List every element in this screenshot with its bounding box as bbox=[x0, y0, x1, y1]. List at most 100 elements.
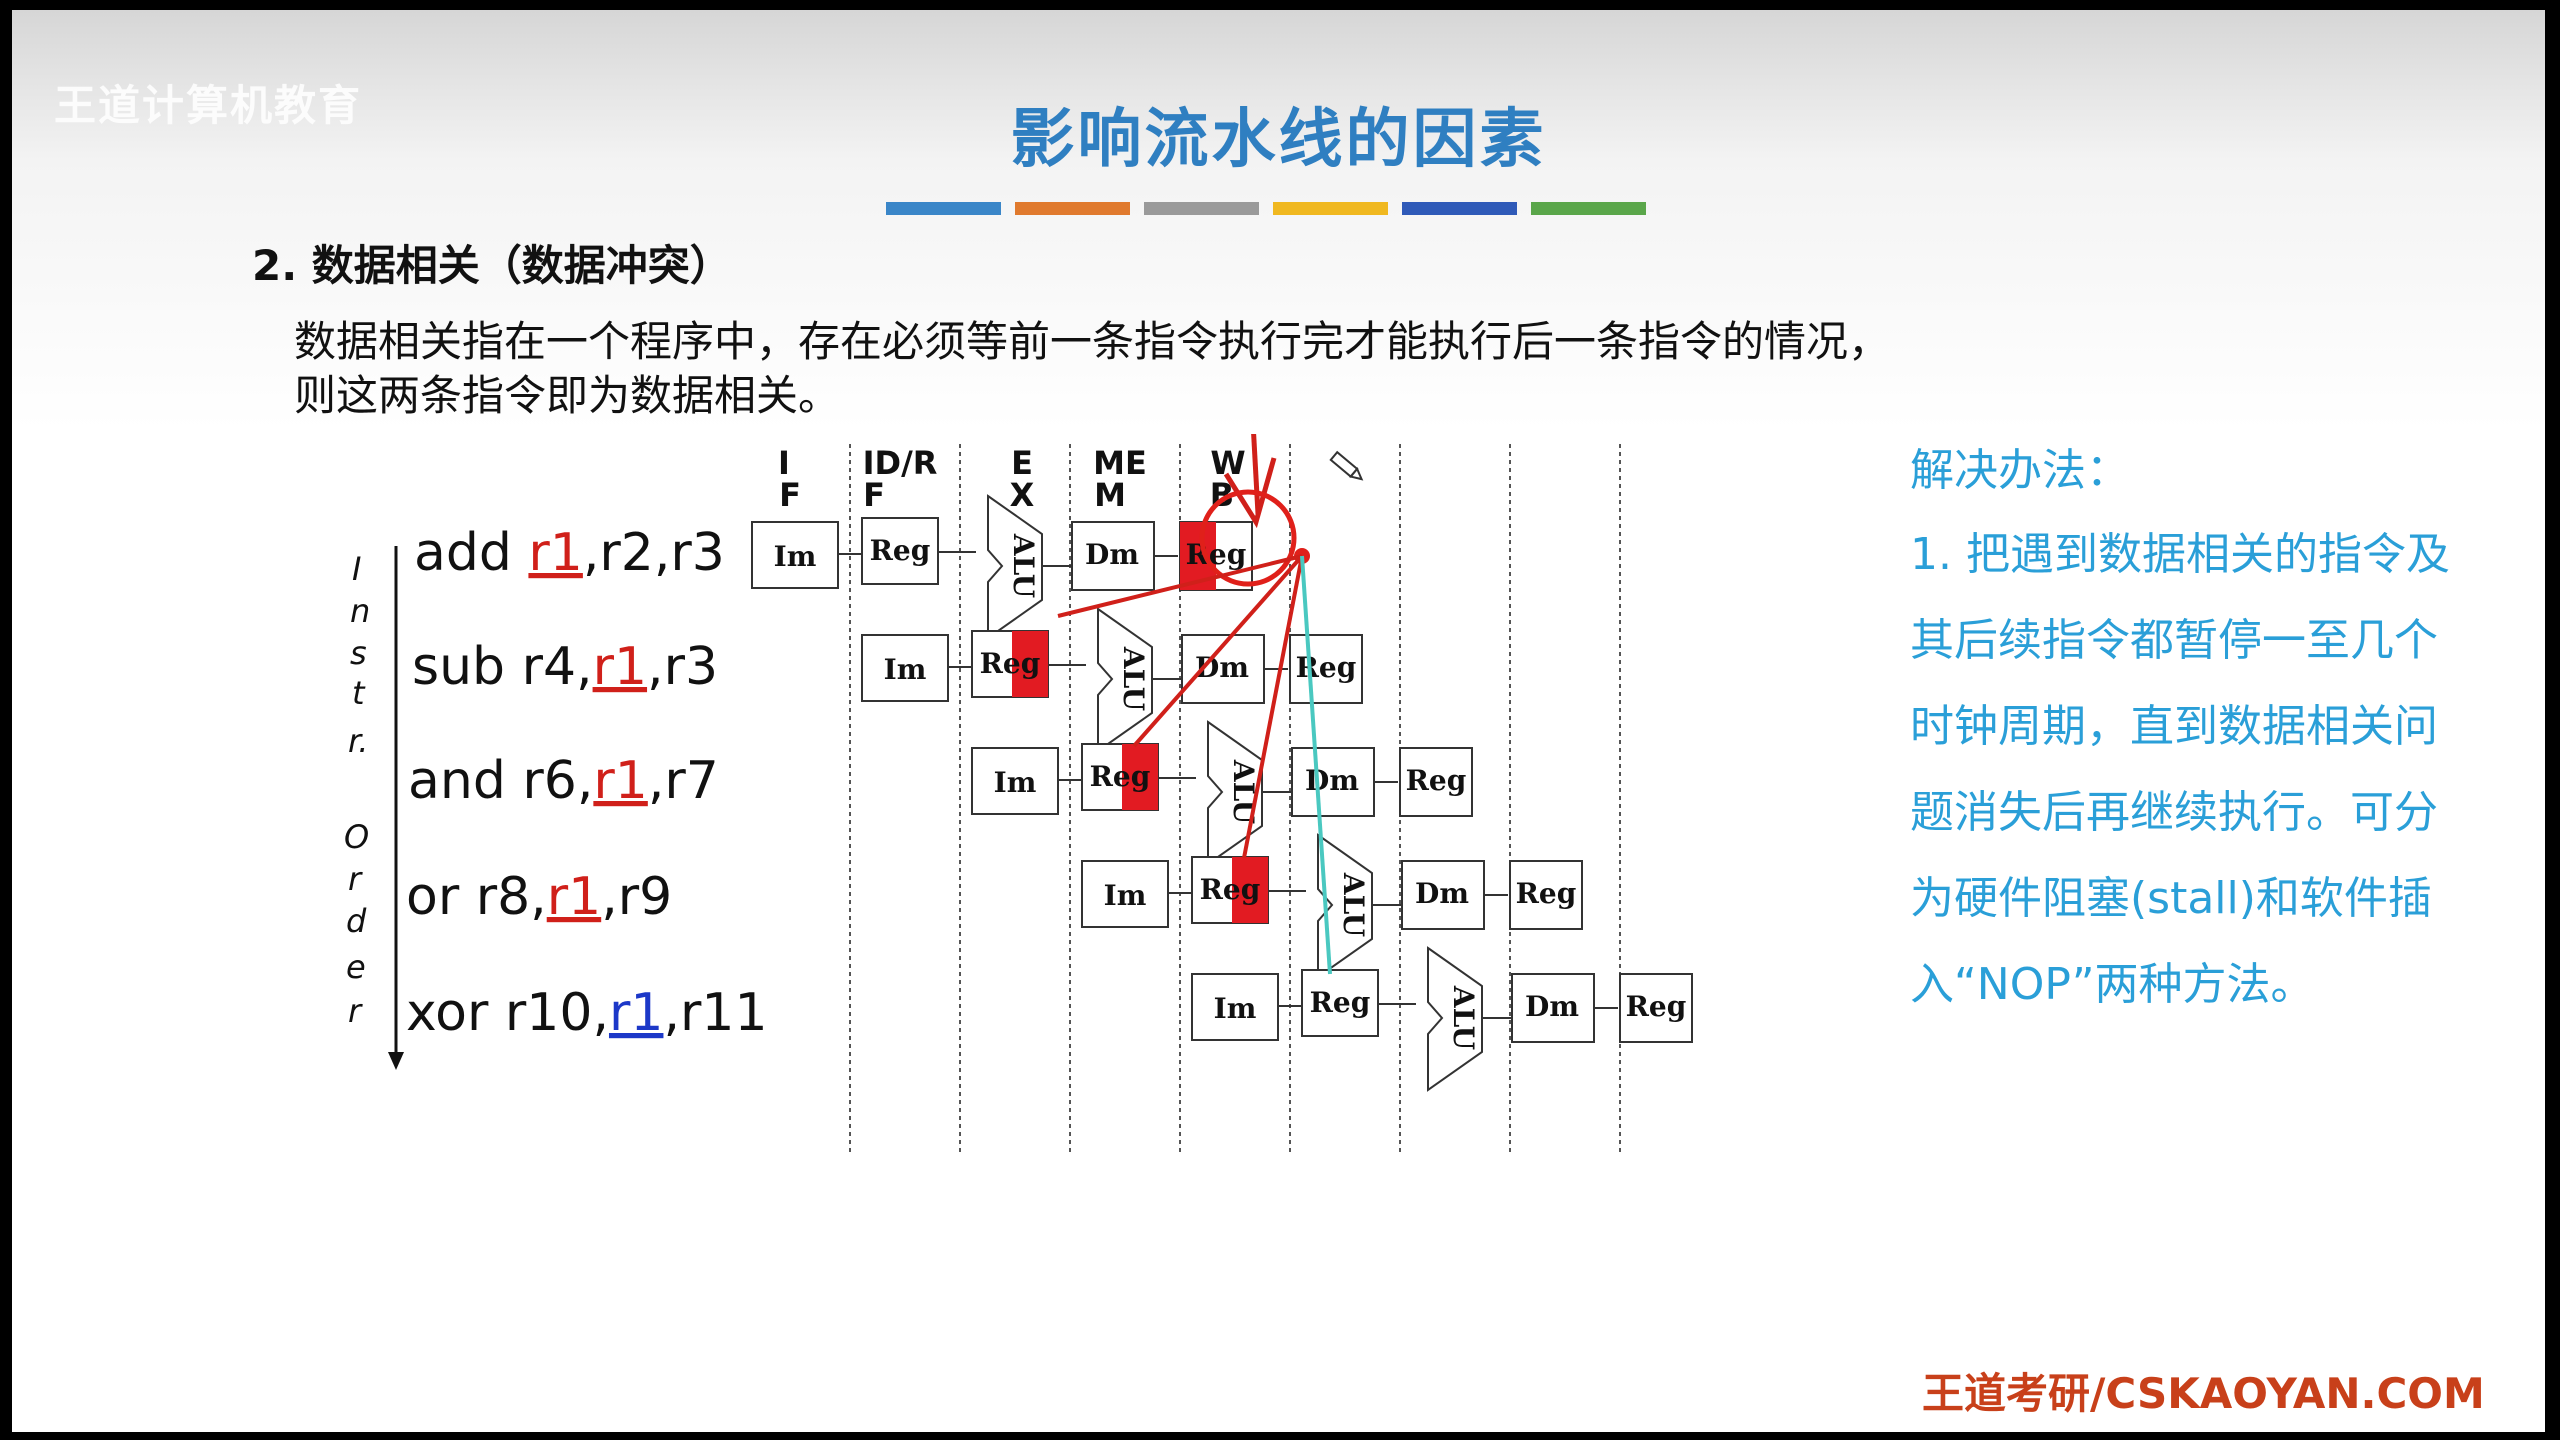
colorbar-segment bbox=[1531, 202, 1646, 215]
colorbar-segment bbox=[1402, 202, 1517, 215]
block-label: Im bbox=[994, 766, 1037, 799]
alu-block bbox=[1317, 833, 1373, 979]
reg-highlight bbox=[1232, 857, 1268, 923]
solution-line: 题消失后再继续执行。可分 bbox=[1910, 787, 2438, 838]
block-label: Im bbox=[1104, 879, 1147, 912]
block-label: Im bbox=[884, 653, 927, 686]
stage-header: X bbox=[1010, 476, 1035, 514]
solution-line: 入“NOP”两种方法。 bbox=[1910, 959, 2315, 1010]
solution-title: 解决办法： bbox=[1910, 445, 2130, 496]
solution-line: 1. 把遇到数据相关的指令及 bbox=[1910, 529, 2450, 580]
pipeline-row: Im Reg ALU Dm Reg bbox=[1191, 946, 1693, 1092]
slide-title: 影响流水线的因素 bbox=[1010, 102, 1547, 177]
colorbar-segment bbox=[1273, 202, 1388, 215]
block-label: Dm bbox=[1525, 990, 1579, 1023]
block-label: ALU bbox=[1117, 646, 1150, 711]
block-label: Dm bbox=[1085, 538, 1139, 571]
reg-write-block bbox=[1399, 747, 1473, 817]
block-label: Dm bbox=[1305, 764, 1359, 797]
dependency-line bbox=[1242, 555, 1304, 859]
watermark-logo: 王道计算机教育 bbox=[54, 81, 363, 130]
solution-line: 时钟周期，直到数据相关问 bbox=[1910, 701, 2438, 752]
reg-write-block bbox=[1619, 973, 1693, 1043]
reg-highlight bbox=[1012, 631, 1048, 697]
block-label: Im bbox=[1214, 992, 1257, 1025]
instruction-add: add r1,r2,r3 bbox=[414, 523, 725, 583]
dm-block bbox=[1071, 521, 1155, 591]
axis-letter: r. bbox=[348, 722, 368, 760]
block-label: Im bbox=[774, 540, 817, 573]
title-colorbar bbox=[886, 202, 1646, 215]
axis-letter: r bbox=[348, 860, 363, 898]
instruction-xor: xor r10,r1,r11 bbox=[406, 983, 768, 1043]
solution-line: 为硬件阻塞(stall)和软件插 bbox=[1910, 873, 2432, 924]
block-label: ALU bbox=[1337, 872, 1370, 937]
annotation-arrowhead bbox=[1223, 457, 1277, 529]
instruction-sub: sub r4,r1,r3 bbox=[412, 637, 718, 697]
alu-block bbox=[1427, 946, 1483, 1092]
solution-line: 其后续指令都暂停一至几个 bbox=[1910, 615, 2438, 666]
colorbar-segment bbox=[1144, 202, 1259, 215]
axis-letter: I bbox=[352, 550, 361, 588]
axis-letter: O bbox=[344, 818, 369, 856]
forward-line bbox=[1300, 555, 1332, 975]
stage-header: F bbox=[779, 476, 801, 514]
stage-header: ID/R bbox=[863, 444, 938, 482]
axis-letter: e bbox=[346, 948, 366, 986]
pipeline-diagram-svg: I F ID/R F E X ME M W B I n s t r. O r d bbox=[344, 434, 1693, 1154]
colorbar-segment bbox=[1015, 202, 1130, 215]
stage-header: I bbox=[778, 444, 790, 482]
block-label: Reg bbox=[1186, 538, 1247, 571]
dependency-line bbox=[1132, 554, 1304, 748]
instruction-or: or r8,r1,r9 bbox=[406, 867, 672, 927]
alu-block bbox=[987, 494, 1043, 640]
block-label: Reg bbox=[870, 534, 931, 567]
block-label: Reg bbox=[1310, 986, 1371, 1019]
axis-letter: s bbox=[350, 634, 367, 672]
block-label: Reg bbox=[980, 647, 1041, 680]
stage-header: ME bbox=[1093, 444, 1147, 482]
colorbar-segment bbox=[886, 202, 1001, 215]
block-label: Dm bbox=[1415, 877, 1469, 910]
block-label: Reg bbox=[1296, 651, 1357, 684]
reg-read-block bbox=[1301, 969, 1379, 1037]
section-heading: 2. 数据相关（数据冲突） bbox=[252, 241, 732, 290]
paragraph-line: 则这两条指令即为数据相关。 bbox=[294, 371, 841, 420]
pipeline-row: Im Reg ALU Dm Reg bbox=[751, 494, 1253, 640]
axis-letter: r bbox=[348, 992, 363, 1030]
stage-header: F bbox=[863, 476, 885, 514]
stage-header: M bbox=[1094, 476, 1126, 514]
im-block bbox=[1191, 973, 1279, 1041]
block-label: Reg bbox=[1200, 873, 1261, 906]
reg-highlight bbox=[1122, 744, 1158, 810]
axis-letter: t bbox=[352, 674, 366, 712]
im-block bbox=[861, 634, 949, 702]
reg-write-block bbox=[1509, 860, 1583, 930]
block-label: Reg bbox=[1626, 990, 1687, 1023]
stage-header: E bbox=[1011, 444, 1033, 482]
annotation-arrow-stroke bbox=[1251, 434, 1261, 515]
im-block bbox=[751, 521, 839, 589]
reg-read-block bbox=[861, 517, 939, 585]
axis-letter: n bbox=[350, 592, 370, 630]
pen-cursor-icon bbox=[1329, 450, 1364, 481]
block-label: ALU bbox=[1447, 985, 1480, 1050]
reg-write-block bbox=[1289, 634, 1363, 704]
footer-brand: 王道考研/CSKAOYAN.COM bbox=[1922, 1369, 2485, 1418]
axis-letter: d bbox=[346, 902, 367, 940]
alu-block bbox=[1097, 607, 1153, 753]
block-label: Reg bbox=[1406, 764, 1467, 797]
paragraph-line: 数据相关指在一个程序中，存在必须等前一条指令执行完才能执行后一条指令的情况， bbox=[294, 317, 1891, 366]
block-label: ALU bbox=[1007, 533, 1040, 598]
dependency-line bbox=[1057, 554, 1303, 618]
im-block bbox=[971, 747, 1059, 815]
pipeline-diagram: I F ID/R F E X ME M W B I n s t r. O r d bbox=[314, 434, 1724, 1154]
instruction-and: and r6,r1,r7 bbox=[408, 751, 719, 811]
block-label: Reg bbox=[1090, 760, 1151, 793]
axis-arrowhead bbox=[388, 1052, 404, 1070]
annotation-circle bbox=[1199, 489, 1297, 587]
slide: 王道计算机教育 影响流水线的因素 2. 数据相关（数据冲突） 数据相关指在一个程… bbox=[12, 10, 2545, 1432]
